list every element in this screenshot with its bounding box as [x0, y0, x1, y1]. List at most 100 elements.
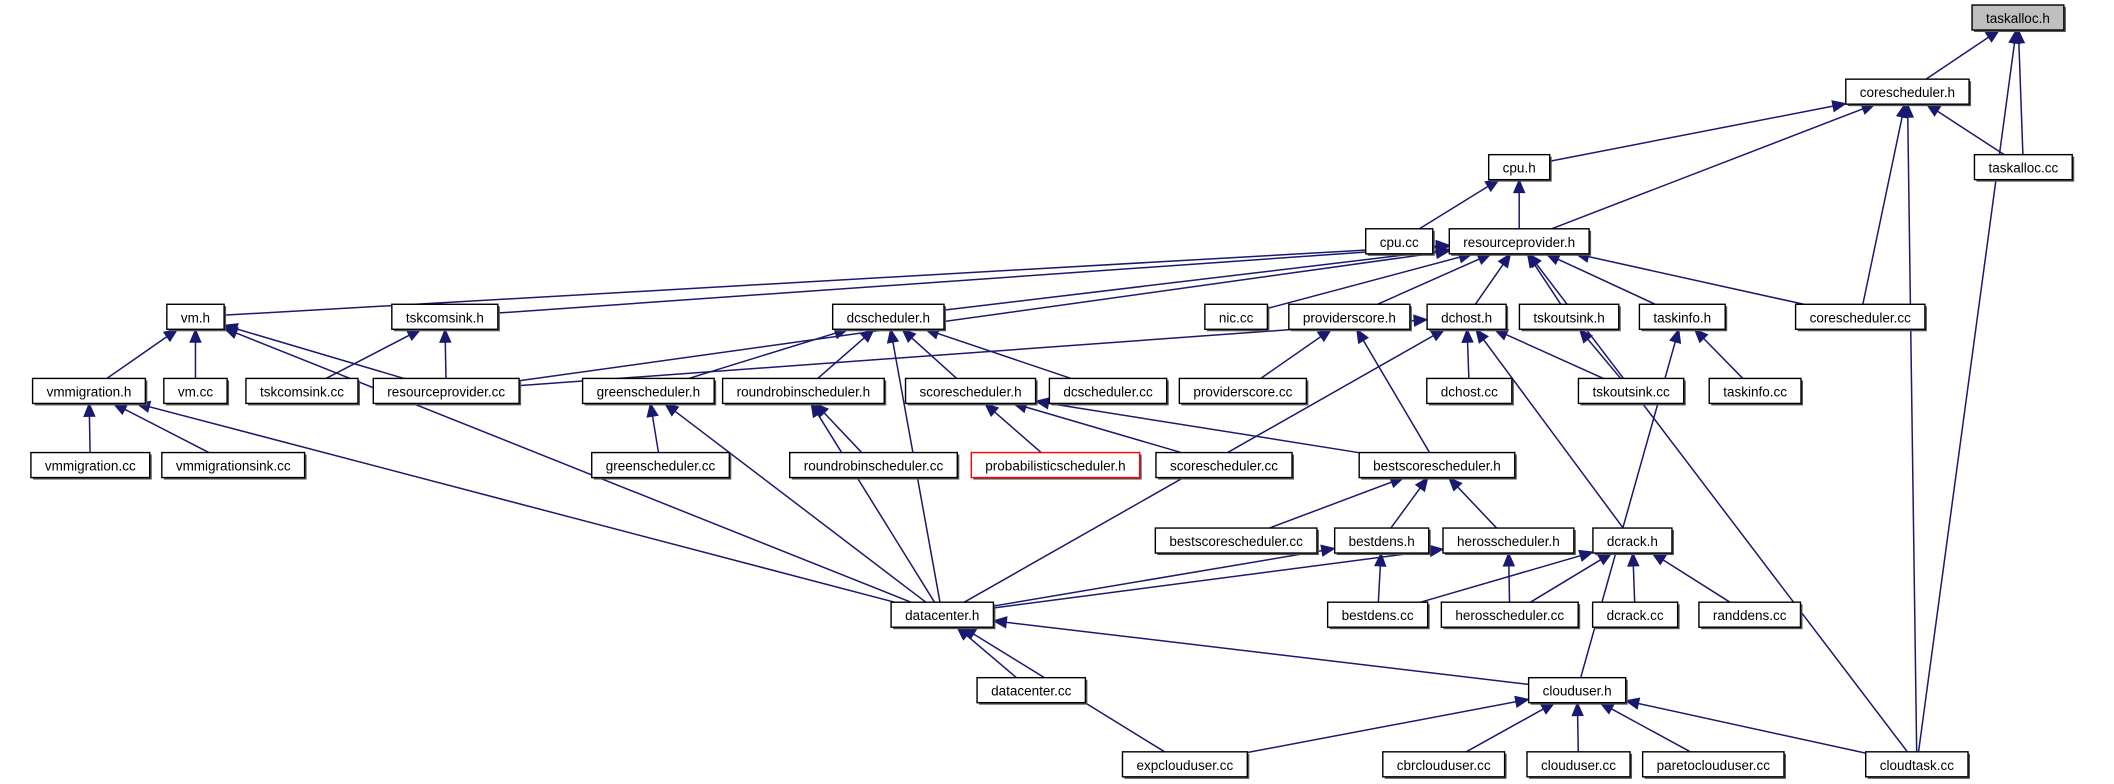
node-vm-h[interactable]: vm.h: [166, 303, 227, 332]
node-roundrobinscheduler-h[interactable]: roundrobinscheduler.h: [721, 377, 887, 406]
node-providerscore-h[interactable]: providerscore.h: [1288, 303, 1412, 332]
node-nic-cc[interactable]: nic.cc: [1204, 303, 1270, 332]
node-box[interactable]: [970, 451, 1141, 479]
node-box[interactable]: [976, 676, 1087, 704]
node-paretoclouduser-cc[interactable]: paretoclouduser.cc: [1641, 751, 1786, 779]
node-box[interactable]: [591, 451, 731, 479]
node-box[interactable]: [245, 377, 359, 405]
node-datacenter-h[interactable]: datacenter.h: [890, 601, 996, 630]
node-box[interactable]: [1526, 751, 1631, 778]
node-tskcomsink-cc[interactable]: tskcomsink.cc: [245, 377, 360, 406]
node-bestdens-cc[interactable]: bestdens.cc: [1326, 601, 1430, 630]
node-box[interactable]: [1518, 303, 1620, 330]
node-cpu-h[interactable]: cpu.h: [1487, 153, 1552, 182]
node-box[interactable]: [1121, 751, 1248, 778]
node-box[interactable]: [1442, 527, 1575, 554]
node-box[interactable]: [1971, 4, 2065, 31]
node-clouduser-cc[interactable]: clouduser.cc: [1526, 751, 1633, 779]
node-vm-cc[interactable]: vm.cc: [163, 377, 230, 406]
node-box[interactable]: [1382, 751, 1506, 778]
node-box[interactable]: [1426, 377, 1513, 405]
node-dchost-cc[interactable]: dchost.cc: [1426, 377, 1514, 406]
node-corescheduler-cc[interactable]: corescheduler.cc: [1794, 303, 1927, 332]
node-box[interactable]: [789, 451, 959, 479]
node-taskinfo-cc[interactable]: taskinfo.cc: [1708, 377, 1803, 406]
node-box[interactable]: [1448, 228, 1590, 255]
node-tskoutsink-cc[interactable]: tskoutsink.cc: [1577, 377, 1686, 406]
node-dcrack-cc[interactable]: dcrack.cc: [1591, 601, 1680, 630]
node-dcrack-h[interactable]: dcrack.h: [1592, 527, 1674, 556]
node-box[interactable]: [1591, 601, 1679, 628]
node-bestscorescheduler-h[interactable]: bestscorescheduler.h: [1358, 451, 1517, 480]
node-box[interactable]: [1641, 751, 1785, 778]
node-dchost-h[interactable]: dchost.h: [1426, 303, 1509, 332]
node-expclouduser-cc[interactable]: expclouduser.cc: [1121, 751, 1250, 779]
node-box[interactable]: [1638, 303, 1726, 330]
node-greenscheduler-cc[interactable]: greenscheduler.cc: [591, 451, 732, 480]
node-box[interactable]: [581, 377, 715, 405]
node-box[interactable]: [1845, 78, 1970, 105]
node-cpu-cc[interactable]: cpu.cc: [1365, 228, 1435, 256]
node-randdens-cc[interactable]: randdens.cc: [1698, 601, 1803, 630]
node-taskalloc-cc[interactable]: taskalloc.cc: [1973, 153, 2075, 182]
node-tskoutsink-h[interactable]: tskoutsink.h: [1518, 303, 1621, 332]
node-box[interactable]: [1365, 228, 1434, 255]
node-box[interactable]: [831, 303, 945, 330]
node-box[interactable]: [166, 303, 225, 330]
node-box[interactable]: [31, 377, 147, 405]
node-box[interactable]: [1865, 751, 1969, 778]
node-datacenter-cc[interactable]: datacenter.cc: [976, 676, 1088, 705]
node-box[interactable]: [1527, 676, 1627, 704]
node-box[interactable]: [1326, 601, 1429, 628]
node-box[interactable]: [1288, 303, 1411, 330]
node-vmmigration-cc[interactable]: vmmigration.cc: [30, 451, 152, 480]
node-box[interactable]: [163, 377, 228, 405]
node-dcscheduler-h[interactable]: dcscheduler.h: [831, 303, 946, 332]
node-box[interactable]: [1577, 377, 1685, 405]
node-roundrobinscheduler-cc[interactable]: roundrobinscheduler.cc: [789, 451, 960, 480]
node-box[interactable]: [1154, 527, 1318, 554]
node-clouduser-h[interactable]: clouduser.h: [1527, 676, 1628, 705]
node-box[interactable]: [1794, 303, 1926, 330]
node-cloudtask-cc[interactable]: cloudtask.cc: [1865, 751, 1971, 779]
node-box[interactable]: [1155, 451, 1293, 479]
node-box[interactable]: [1333, 527, 1430, 554]
node-resourceprovider-cc[interactable]: resourceprovider.cc: [372, 377, 522, 406]
node-scorescheduler-h[interactable]: scorescheduler.h: [904, 377, 1038, 406]
node-box[interactable]: [890, 601, 995, 628]
node-box[interactable]: [1440, 601, 1579, 628]
node-dcscheduler-cc[interactable]: dcscheduler.cc: [1048, 377, 1169, 406]
node-box[interactable]: [1048, 377, 1168, 405]
node-box[interactable]: [721, 377, 885, 405]
node-box[interactable]: [1426, 303, 1507, 330]
node-box[interactable]: [1204, 303, 1269, 330]
node-tskcomsink-h[interactable]: tskcomsink.h: [391, 303, 500, 332]
node-box[interactable]: [1592, 527, 1673, 554]
node-greenscheduler-h[interactable]: greenscheduler.h: [581, 377, 717, 406]
node-box[interactable]: [1487, 153, 1551, 181]
node-box[interactable]: [1698, 601, 1802, 628]
node-taskalloc-h[interactable]: taskalloc.h: [1971, 4, 2066, 33]
node-box[interactable]: [1973, 153, 2073, 181]
node-vmmigration-h[interactable]: vmmigration.h: [31, 377, 148, 406]
node-herosscheduler-h[interactable]: herosscheduler.h: [1442, 527, 1576, 556]
node-herosscheduler-cc[interactable]: herosscheduler.cc: [1440, 601, 1581, 630]
node-taskinfo-h[interactable]: taskinfo.h: [1638, 303, 1728, 332]
node-box[interactable]: [904, 377, 1037, 405]
node-providerscore-cc[interactable]: providerscore.cc: [1178, 377, 1309, 406]
node-cbrclouduser-cc[interactable]: cbrclouduser.cc: [1382, 751, 1507, 779]
node-box[interactable]: [1178, 377, 1308, 405]
node-scorescheduler-cc[interactable]: scorescheduler.cc: [1155, 451, 1295, 480]
node-box[interactable]: [372, 377, 520, 405]
node-box[interactable]: [391, 303, 499, 330]
node-box[interactable]: [161, 451, 306, 479]
node-box[interactable]: [1708, 377, 1802, 405]
node-corescheduler-h[interactable]: corescheduler.h: [1845, 78, 1972, 107]
node-bestdens-h[interactable]: bestdens.h: [1333, 527, 1431, 556]
node-box[interactable]: [1358, 451, 1516, 479]
node-bestscorescheduler-cc[interactable]: bestscorescheduler.cc: [1154, 527, 1319, 556]
node-vmmigrationsink-cc[interactable]: vmmigrationsink.cc: [161, 451, 307, 480]
node-resourceprovider-h[interactable]: resourceprovider.h: [1448, 228, 1592, 256]
node-box[interactable]: [30, 451, 151, 479]
node-probabilisticscheduler-h[interactable]: probabilisticscheduler.h: [970, 451, 1142, 480]
